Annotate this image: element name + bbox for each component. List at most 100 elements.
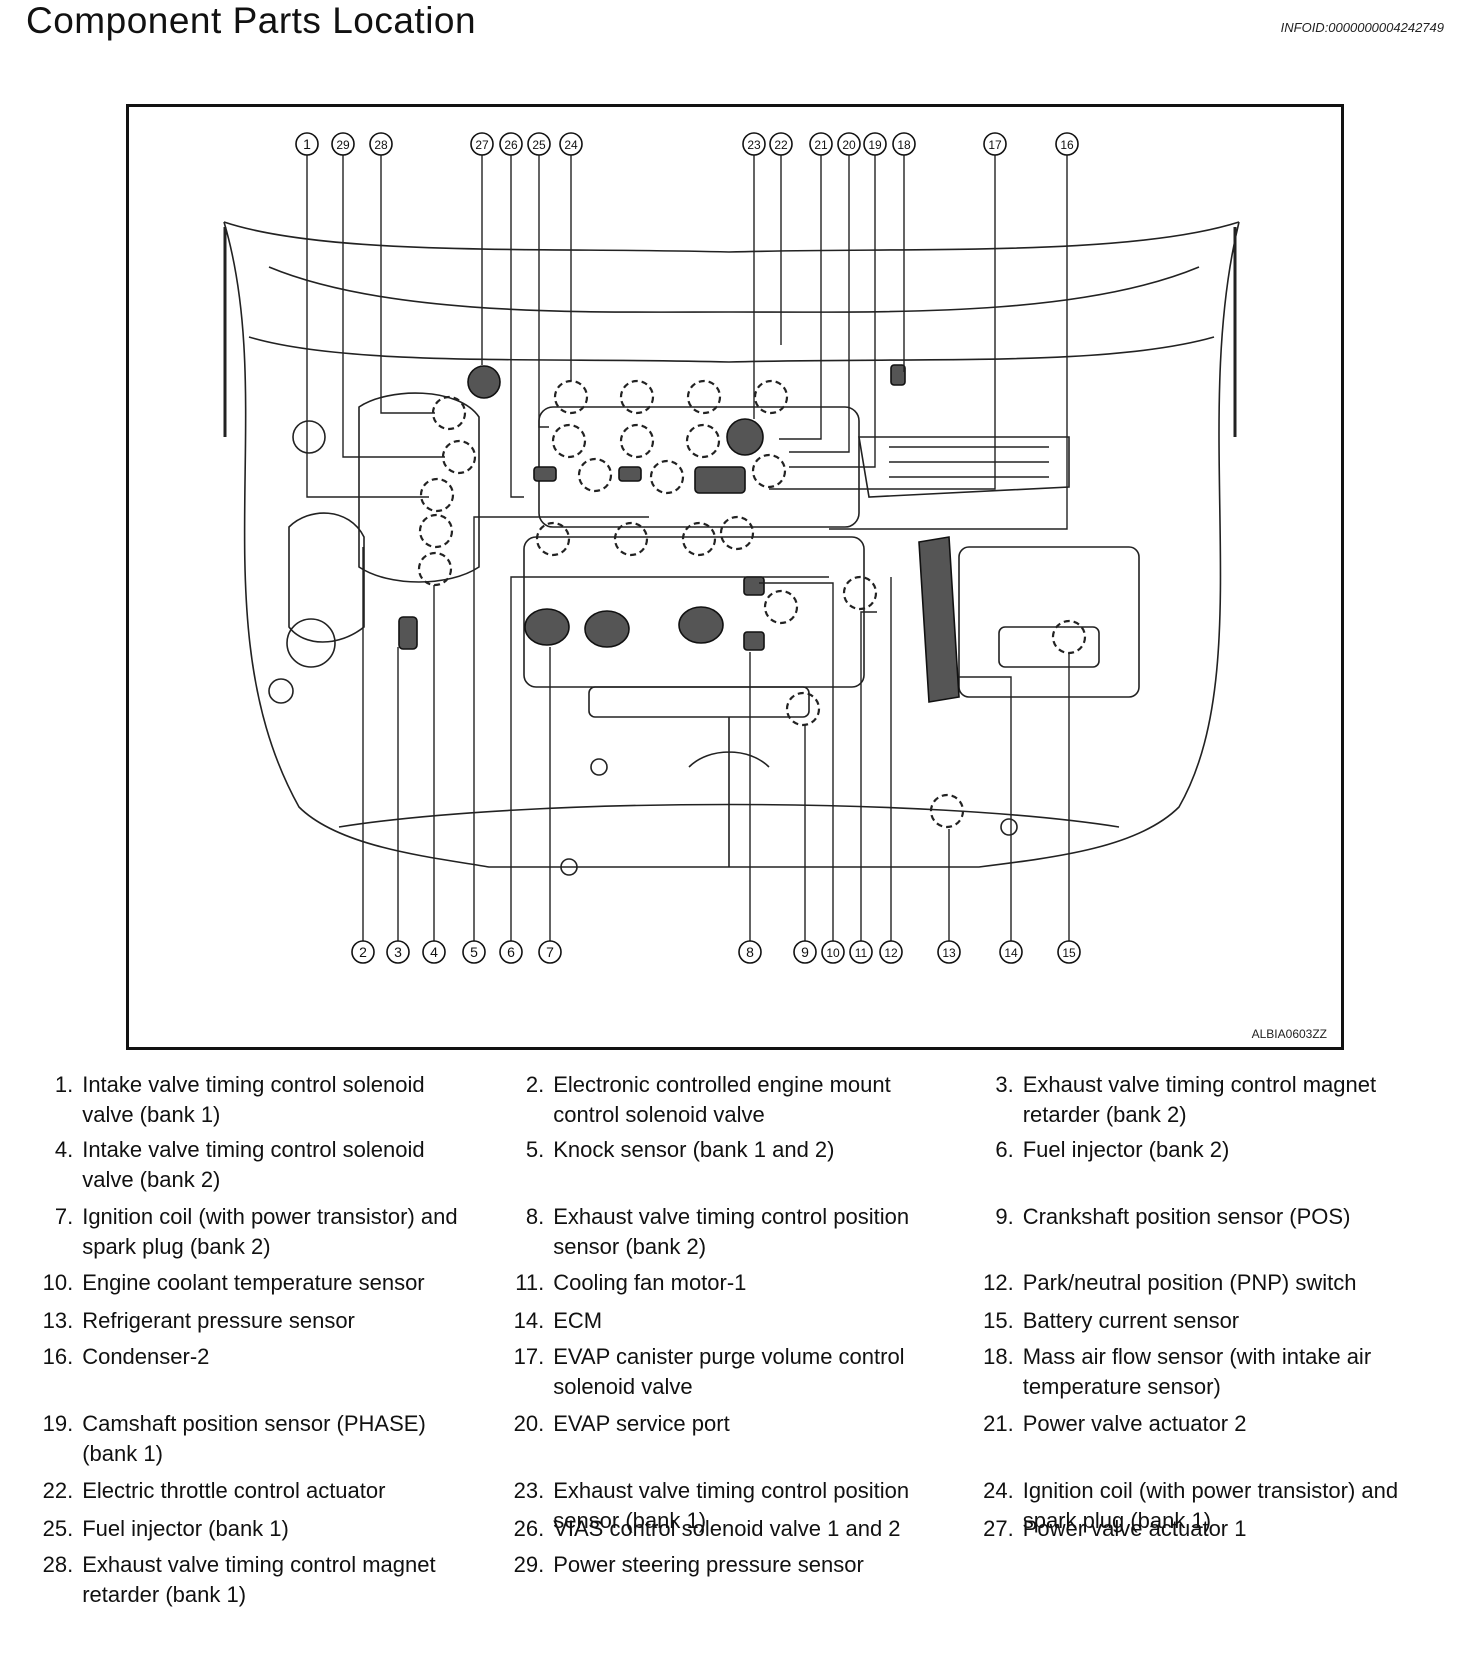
svg-text:10: 10	[826, 946, 840, 960]
legend-item: 26. VIAS control solenoid valve 1 and 2	[501, 1514, 941, 1544]
bottom-callout-14: 14	[999, 940, 1023, 964]
svg-text:19: 19	[868, 138, 882, 152]
bottom-callout-3: 3	[386, 940, 410, 964]
top-callout-19: 19	[863, 132, 887, 156]
legend-item-text: Power valve actuator 2	[1022, 1411, 1247, 1436]
svg-text:8: 8	[746, 944, 754, 960]
legend-item-text: Electric throttle control actuator	[82, 1478, 386, 1503]
legend-item-text: Crankshaft position sensor (POS)	[1022, 1204, 1351, 1229]
legend-item-text: Fuel injector (bank 2)	[1022, 1137, 1230, 1162]
legend-item-text: ECM	[553, 1308, 603, 1333]
legend-item: 16. Condenser-2	[30, 1342, 470, 1372]
svg-text:7: 7	[546, 944, 554, 960]
legend-item: 1.Intake valve timing control solenoid v…	[30, 1070, 470, 1130]
legend-item-number: 12.	[983, 1270, 1014, 1295]
legend-item: 15.Battery current sensor	[970, 1306, 1410, 1336]
legend-item: 12. Park/neutral position (PNP) switch	[970, 1268, 1410, 1298]
legend-item-text: Exhaust valve timing control position se…	[553, 1204, 910, 1259]
bottom-callout-9: 9	[793, 940, 817, 964]
legend-item: 17. EVAP canister purge volume control so…	[501, 1342, 941, 1402]
top-callout-27: 27	[470, 132, 494, 156]
legend-item-number: 19.	[42, 1411, 74, 1436]
svg-text:25: 25	[532, 138, 546, 152]
svg-text:21: 21	[814, 138, 828, 152]
legend-item-number: 17.	[513, 1344, 545, 1369]
legend-item: 4.Intake valve timing control solenoid v…	[30, 1135, 470, 1195]
bottom-callout-13: 13	[937, 940, 961, 964]
legend-item-number: 10.	[42, 1270, 74, 1295]
top-callout-18: 18	[892, 132, 916, 156]
legend-item-text: Mass air flow sensor (with intake air te…	[1022, 1344, 1372, 1399]
top-callout-20: 20	[837, 132, 861, 156]
figure-code: ALBIA0603ZZ	[1251, 1027, 1327, 1041]
legend-item-number: 11.	[515, 1270, 545, 1295]
legend-item: 25.Fuel injector (bank 1)	[30, 1514, 470, 1544]
legend-item: 11. Cooling fan motor-1	[501, 1268, 941, 1298]
legend-item-number: 13.	[42, 1308, 74, 1333]
bottom-callout-5: 5	[462, 940, 486, 964]
legend-item: 10. Engine coolant temperature sensor	[30, 1268, 470, 1298]
hood-outline	[223, 221, 1240, 868]
legend-item-text: VIAS control solenoid valve 1 and 2	[553, 1516, 901, 1541]
legend-item-number: 22.	[42, 1478, 74, 1503]
legend-item: 6. Fuel injector (bank 2)	[970, 1135, 1410, 1165]
legend-item-text: Condenser-2	[82, 1344, 210, 1369]
legend-item-text: Electronic controlled engine mount contr…	[553, 1072, 891, 1127]
legend-item-text: Battery current sensor	[1022, 1308, 1240, 1333]
top-callout-24: 24	[559, 132, 583, 156]
svg-text:13: 13	[942, 946, 956, 960]
legend-item: 24.Ignition coil (with power transistor)…	[970, 1476, 1410, 1536]
svg-text:27: 27	[475, 138, 489, 152]
legend-item-text: Power valve actuator 1	[1022, 1516, 1247, 1541]
svg-text:3: 3	[394, 944, 402, 960]
legend-item-text: EVAP canister purge volume control solen…	[553, 1344, 905, 1399]
legend-item: 27.Power valve actuator 1	[970, 1514, 1410, 1544]
legend-item-number: 2.	[525, 1072, 545, 1097]
legend-item: 18.Mass air flow sensor (with intake air…	[970, 1342, 1410, 1402]
legend-item-text: Exhaust valve timing control position se…	[553, 1478, 910, 1533]
svg-text:1: 1	[303, 136, 311, 152]
bottom-callout-10: 10	[821, 940, 845, 964]
svg-text:6: 6	[507, 944, 515, 960]
legend-item-text: Park/neutral position (PNP) switch	[1022, 1270, 1357, 1295]
top-callout-21: 21	[809, 132, 833, 156]
legend-item-text: Fuel injector (bank 1)	[82, 1516, 289, 1541]
top-callout-23: 23	[742, 132, 766, 156]
svg-text:26: 26	[504, 138, 518, 152]
legend-item-number: 29.	[513, 1552, 545, 1577]
top-callout-17: 17	[983, 132, 1007, 156]
legend-item-number: 6.	[995, 1137, 1014, 1162]
legend-item-number: 26.	[513, 1516, 545, 1541]
legend-item: 22. Electric throttle control actuator	[30, 1476, 470, 1506]
bottom-callout-7: 7	[538, 940, 562, 964]
legend-item-number: 9.	[995, 1204, 1014, 1229]
legend-item-text: Cooling fan motor-1	[553, 1270, 747, 1295]
top-callout-16: 16	[1055, 132, 1079, 156]
legend-item: 21.Power valve actuator 2	[970, 1409, 1410, 1439]
top-callout-22: 22	[769, 132, 793, 156]
legend-item: 5.Knock sensor (bank 1 and 2)	[501, 1135, 941, 1165]
info-id: INFOID:0000000004242749	[1280, 20, 1444, 35]
legend-item-text: Engine coolant temperature sensor	[82, 1270, 425, 1295]
bottom-callout-4: 4	[422, 940, 446, 964]
legend-item-text: Exhaust valve timing control magnet reta…	[82, 1552, 436, 1607]
bottom-callout-6: 6	[499, 940, 523, 964]
legend-item-text: EVAP service port	[553, 1411, 730, 1436]
legend-item-text: Refrigerant pressure sensor	[82, 1308, 355, 1333]
component-markers	[398, 364, 960, 703]
legend-item-number: 16.	[42, 1344, 74, 1369]
legend-item-number: 1.	[54, 1072, 74, 1097]
legend-item-text: Intake valve timing control solenoid val…	[82, 1137, 425, 1192]
svg-text:17: 17	[988, 138, 1002, 152]
legend-item-text: Power steering pressure sensor	[553, 1552, 864, 1577]
page-title: Component Parts Location	[26, 0, 477, 41]
legend-item-text: Camshaft position sensor (PHASE) (bank 1…	[82, 1411, 426, 1466]
top-callout-28: 28	[369, 132, 393, 156]
bottom-callout-15: 15	[1057, 940, 1081, 964]
legend-item-text: Exhaust valve timing control magnet reta…	[1022, 1072, 1377, 1127]
legend-item: 13. Refrigerant pressure sensor	[30, 1306, 470, 1336]
